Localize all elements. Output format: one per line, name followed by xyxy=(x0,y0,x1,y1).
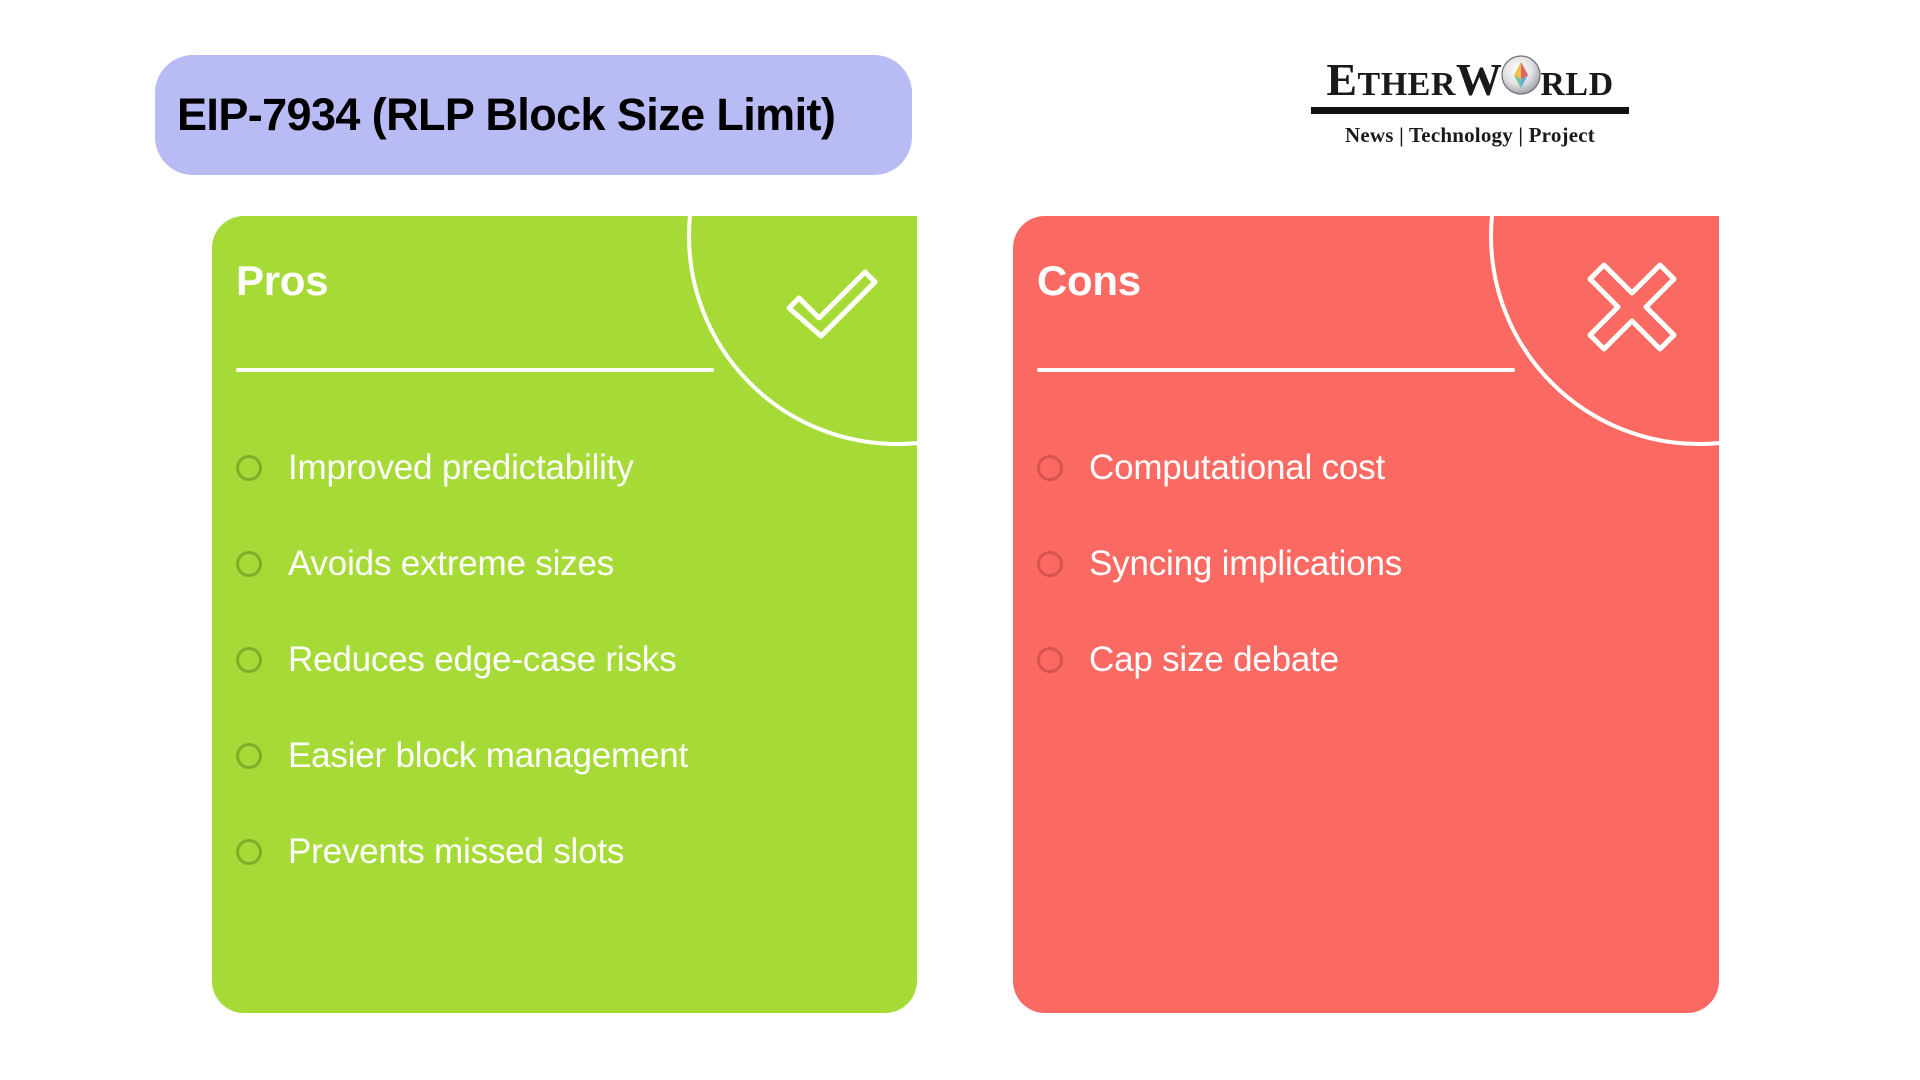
pros-card-heading: Pros xyxy=(236,257,329,304)
list-item: Prevents missed slots xyxy=(236,804,917,900)
bullet-circle-icon xyxy=(1037,551,1063,577)
cons-card-content: Cons Computational cost Syncing implicat… xyxy=(1013,216,1719,708)
cons-list: Computational cost Syncing implications … xyxy=(1037,420,1719,708)
cons-card: Cons Computational cost Syncing implicat… xyxy=(1013,216,1719,1013)
list-item-label: Easier block management xyxy=(288,736,689,775)
cross-icon xyxy=(1567,242,1697,372)
list-item-label: Avoids extreme sizes xyxy=(288,544,615,583)
list-item-label: Prevents missed slots xyxy=(288,832,625,871)
list-item: Computational cost xyxy=(1037,420,1719,516)
list-item-label: Cap size debate xyxy=(1089,640,1339,679)
list-item: Avoids extreme sizes xyxy=(236,516,917,612)
list-item-label: Syncing implications xyxy=(1089,544,1403,583)
list-item-label: Computational cost xyxy=(1089,448,1386,487)
list-item: Reduces edge-case risks xyxy=(236,612,917,708)
logo-letter-e: E xyxy=(1326,54,1358,105)
title-badge: EIP-7934 (RLP Block Size Limit) xyxy=(155,55,912,175)
list-item: Easier block management xyxy=(236,708,917,804)
logo-underline-rule xyxy=(1311,106,1629,114)
checkmark-icon xyxy=(765,242,895,372)
list-item: Syncing implications xyxy=(1037,516,1719,612)
bullet-circle-icon xyxy=(1037,455,1063,481)
pros-card-divider xyxy=(236,368,714,372)
bullet-circle-icon xyxy=(236,743,262,769)
page-title: EIP-7934 (RLP Block Size Limit) xyxy=(177,89,836,140)
bullet-circle-icon xyxy=(236,455,262,481)
logo-tagline: News | Technology | Project xyxy=(1345,122,1595,147)
list-item: Improved predictability xyxy=(236,420,917,516)
logo-letter-w: W xyxy=(1455,54,1503,105)
ethereum-diamond-icon xyxy=(1501,55,1541,95)
logo-letters-ther: THER xyxy=(1357,66,1456,103)
pros-card: Pros Improved predictability Avoids extr… xyxy=(212,216,917,1013)
list-item: Cap size debate xyxy=(1037,612,1719,708)
list-item-label: Reduces edge-case risks xyxy=(288,640,677,679)
bullet-circle-icon xyxy=(1037,647,1063,673)
pros-list: Improved predictability Avoids extreme s… xyxy=(236,420,917,900)
bullet-circle-icon xyxy=(236,647,262,673)
logo-letters-rld: RLD xyxy=(1540,66,1614,103)
bullet-circle-icon xyxy=(236,551,262,577)
list-item-label: Improved predictability xyxy=(288,448,634,487)
bullet-circle-icon xyxy=(236,839,262,865)
pros-card-content: Pros Improved predictability Avoids extr… xyxy=(212,216,917,900)
cons-card-divider xyxy=(1037,368,1515,372)
cons-card-heading: Cons xyxy=(1037,257,1141,304)
